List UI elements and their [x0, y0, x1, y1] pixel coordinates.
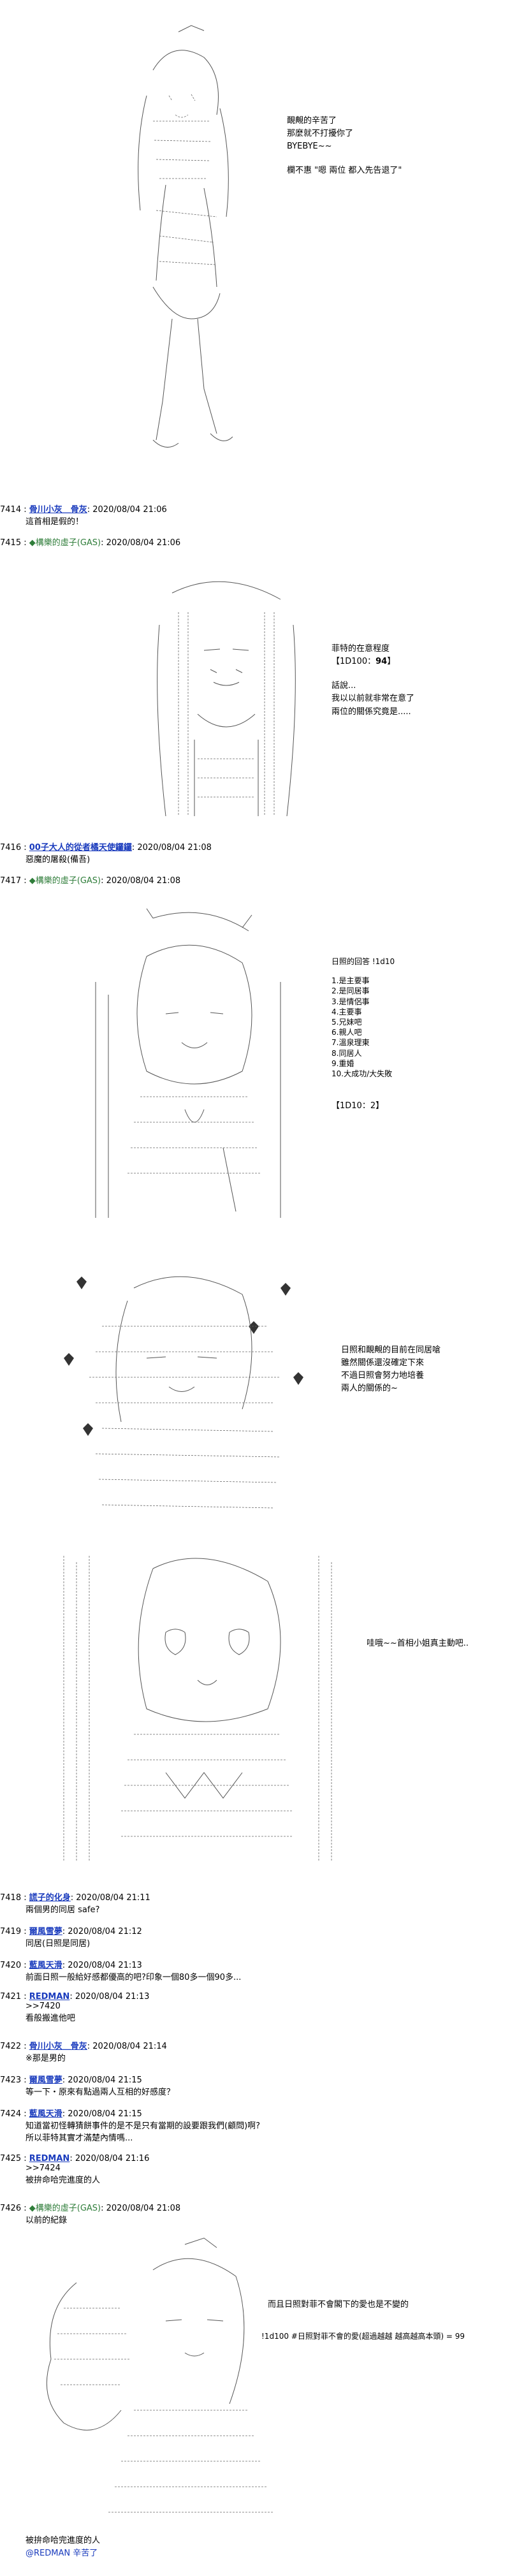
post-7426: 7426 : ◆構樂的虛子(GAS): 2020/08/04 21:08 以前的… [0, 2201, 504, 2225]
scene1-dialogue: 靦覥的辛苦了 那麼就不打擾你了 BYEBYE~~ 欄不惠 "嗯 兩位 都入先告退… [287, 115, 402, 178]
post-7420: 7420 : 藍風天滑: 2020/08/04 21:13 前面日照一般給好感都… [0, 1958, 504, 1982]
post-7418: 7418 : 謊子的化身: 2020/08/04 21:11 兩個男的同居 sa… [0, 1891, 504, 1915]
aa-art-figure-4 [38, 1262, 325, 1530]
post-date: 2020/08/04 21:15 [68, 2075, 142, 2085]
post-date: 2020/08/04 21:15 [68, 2109, 142, 2119]
post-date: 2020/08/04 21:06 [92, 505, 167, 515]
post-7415: 7415 : ◆構樂的虛子(GAS): 2020/08/04 21:06 [0, 538, 181, 548]
poster-name-link[interactable]: 藍風天滑 [29, 1961, 62, 1970]
roll-result: 【1D10：2】 [332, 1101, 384, 1111]
scene6-dialogue: 而且日照對菲不會閣下的愛也是不變的 !1d100 #日照對菲不會的愛(超過越越 … [261, 2299, 465, 2343]
poster-name: ◆構樂的虛子(GAS) [29, 876, 101, 886]
post-body: >>7420 看般搬進他吧 [26, 2002, 76, 2023]
option-item: 8.同居人 [332, 1048, 362, 1058]
option-item: 5.兄妹吧 [332, 1017, 362, 1027]
option-item: 7.溫泉理東 [332, 1038, 370, 1048]
post-7425: 7425 : REDMAN: 2020/08/04 21:16 >>7424 被… [0, 2154, 504, 2185]
post-date: 2020/08/04 21:08 [137, 843, 212, 853]
poster-name-link[interactable]: REDMAN [29, 1992, 70, 2002]
post-body: 兩個男的同居 safe? [26, 1905, 100, 1915]
post-7414: 7414 : 骨川小灰＿骨灰: 2020/08/04 21:06 這首相是假的！ [0, 502, 504, 527]
poster-name-link[interactable]: 謊子的化身 [29, 1893, 71, 1903]
post-date: 2020/08/04 21:08 [106, 2204, 181, 2213]
footer-text: 被拚命哈完進度的人 @REDMAN 辛苦了 [26, 2535, 100, 2560]
dialogue-line: 而且日照對菲不會閣下的愛也是不變的 [268, 2300, 409, 2309]
dialogue-line: 兩位的關係究竟是..... [332, 706, 411, 717]
aa-art-figure-1 [96, 19, 261, 459]
post-date: 2020/08/04 21:16 [75, 2154, 150, 2163]
footer-line: @REDMAN 辛苦了 [26, 2547, 100, 2560]
post-date: 2020/08/04 21:13 [75, 1992, 150, 2002]
dialogue-line: 哇哦~~首相小姐真主動吧.. [367, 1639, 469, 1648]
post-body: 等一下・原來有點過兩人互相的好感度？ [26, 2088, 175, 2097]
post-body: 前面日照一般給好感都優高的吧?印象一個80多一個90多... [26, 1973, 242, 1982]
poster-name-link[interactable]: 爾風雪夢 [29, 1927, 62, 1936]
post-body: 以前的紀錄 [26, 2216, 68, 2225]
dialogue-line: 雖然關係還沒確定下來 [341, 1358, 425, 1368]
scene2-dialogue: 菲特的在意程度 【1D100：94】 話說... 我以以前就非常在意了 兩位的關… [332, 643, 414, 719]
option-item: 6.親人吧 [332, 1028, 362, 1037]
dialogue-line: 話說... [332, 681, 356, 691]
poster-name: ◆構樂的虛子(GAS) [29, 2204, 101, 2213]
dialogue-line: 兩人的關係的~ [341, 1384, 398, 1394]
poster-name-link[interactable]: 爾風雪夢 [29, 2075, 62, 2085]
footer-line: 被拚命哈完進度的人 [26, 2536, 101, 2545]
dialogue-line: 那麼就不打擾你了 [287, 129, 354, 139]
poster-name-link[interactable]: 骨川小灰＿骨灰 [29, 505, 87, 515]
scene3-options: 日照的回答 !1d10 1.是主要事 2.是同居事 3.是情侶事 4.主要事 5… [332, 956, 395, 1112]
post-date: 2020/08/04 21:12 [68, 1927, 142, 1936]
dialogue-line: 欄不惠 "嗯 兩位 都入先告退了" [287, 166, 402, 176]
poster-name-link[interactable]: 藍風天滑 [29, 2109, 62, 2119]
post-date: 2020/08/04 21:11 [76, 1893, 150, 1903]
scene5-dialogue: 哇哦~~首相小姐真主動吧.. [367, 1637, 469, 1650]
post-7422: 7422 : 骨川小灰＿骨灰: 2020/08/04 21:14 ※那是男的 [0, 2039, 504, 2063]
post-body: 這首相是假的！ [26, 517, 84, 527]
post-7421: 7421 : REDMAN: 2020/08/04 21:13 >>7420 看… [0, 1992, 504, 2023]
option-item: 2.是同居事 [332, 986, 370, 996]
dialogue-line: 菲特的在意程度 [332, 644, 390, 654]
post-date: 2020/08/04 21:08 [106, 876, 181, 886]
post-date: 2020/08/04 21:06 [106, 538, 181, 548]
mention-link[interactable]: @REDMAN 辛苦了 [26, 2549, 98, 2559]
post-date: 2020/08/04 21:13 [68, 1961, 142, 1970]
dialogue-line: 日照和靦覥的目前在同居嗆 [341, 1345, 441, 1355]
option-item: 10.大成功/大失敗 [332, 1069, 393, 1078]
option-item: 1.是主要事 [332, 976, 370, 986]
post-7424: 7424 : 藍風天滑: 2020/08/04 21:15 知道當初怪轉猜餅事件… [0, 2107, 504, 2143]
poster-name-link[interactable]: REDMAN [29, 2154, 70, 2163]
post-7417: 7417 : ◆構樂的虛子(GAS): 2020/08/04 21:08 [0, 876, 181, 886]
dialogue-line: 我以以前就非常在意了 [332, 694, 415, 704]
option-item: 4.主要事 [332, 1007, 362, 1016]
poster-name: ◆構樂的虛子(GAS) [29, 538, 101, 548]
post-body: 知道當初怪轉猜餅事件的是不是只有當期的設要跟我們(顧問)啊? 所以菲特其實才滿楚… [26, 2121, 261, 2143]
post-body: 惡魔的屠殺(備吾) [26, 855, 91, 865]
option-item: 3.是情侶事 [332, 997, 370, 1006]
post-7423: 7423 : 爾風雪夢: 2020/08/04 21:15 等一下・原來有點過兩… [0, 2073, 504, 2097]
dialogue-line: BYEBYE~~ [287, 142, 332, 152]
poster-name-link[interactable]: 00子大人的從者橘天使鑼鑼 [29, 843, 132, 853]
dice-prompt: 日照的回答 !1d10 [332, 957, 395, 966]
roll-result: !1d100 #日照對菲不會的愛(超過越越 越高越高本頭) = 99 [261, 2332, 465, 2341]
post-body: 同居(日照是同居) [26, 1939, 91, 1949]
aa-art-figure-3 [57, 905, 332, 1231]
post-7416: 7416 : 00子大人的從者橘天使鑼鑼: 2020/08/04 21:08 惡… [0, 840, 504, 865]
scene4-dialogue: 日照和靦覥的目前在同居嗆 雖然關係還沒確定下來 不過日照會努力地培養 兩人的關係… [341, 1344, 441, 1396]
dialogue-line: 靦覥的辛苦了 [287, 116, 337, 126]
dialogue-line: 不過日照會努力地培養 [341, 1371, 425, 1381]
post-7419: 7419 : 爾風雪夢: 2020/08/04 21:12 同居(日照是同居) [0, 1924, 504, 1949]
option-item: 9.重婚 [332, 1058, 354, 1068]
poster-name-link[interactable]: 骨川小灰＿骨灰 [29, 2042, 87, 2051]
aa-art-figure-6 [26, 2232, 280, 2525]
post-body: ※那是男的 [26, 2054, 66, 2063]
roll-result: 【1D100：94】 [332, 657, 396, 667]
post-date: 2020/08/04 21:14 [92, 2042, 167, 2051]
aa-art-figure-2 [134, 574, 319, 835]
dialogue-line [287, 153, 402, 165]
aa-art-figure-5 [38, 1543, 370, 1875]
post-body: >>7424 被拚命哈完進度的人 [26, 2163, 101, 2185]
